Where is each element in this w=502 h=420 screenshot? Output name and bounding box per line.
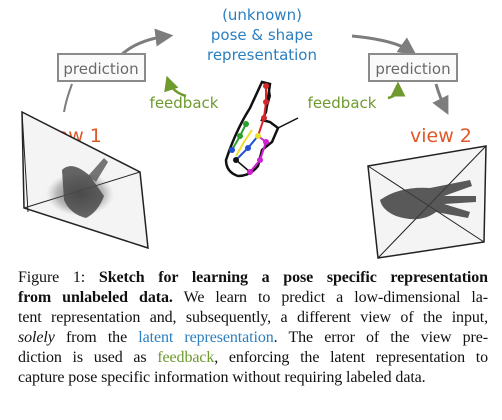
hand-skeleton-sketch: [224, 80, 299, 178]
right-top-arrow: [351, 34, 417, 56]
caption-text-4a: from the: [65, 329, 128, 346]
view-2-depth-image: [367, 145, 487, 259]
representation-label: (unknown) pose & shape representation: [207, 6, 317, 64]
caption-feedback-word: feedback: [157, 349, 215, 366]
caption-latent-representation: latent representation: [138, 329, 274, 346]
caption-italic-solely: solely: [18, 329, 55, 346]
caption-text-5a: diction is used as: [18, 349, 147, 366]
right-prediction-label: prediction: [375, 60, 450, 78]
caption-bold-title-2: from unlabeled data.: [18, 289, 173, 306]
left-prediction-box: prediction: [57, 53, 146, 82]
caption-line-4: solely from the latent representation. T…: [18, 328, 488, 348]
representation-word-label: representation: [207, 46, 317, 64]
left-feedback-label: feedback: [150, 94, 219, 112]
caption-line-1: Figure 1: Sketch for learning a pose spe…: [18, 268, 488, 288]
right-feedback-arrow: [387, 81, 406, 100]
caption-line-6: capture pose specific information withou…: [18, 369, 426, 386]
caption-line-2: from unlabeled data. We learn to predict…: [18, 288, 488, 308]
view-2-label: view 2: [410, 125, 472, 147]
left-prediction-label: prediction: [63, 60, 138, 78]
pose-shape-label: pose & shape: [211, 26, 313, 44]
left-down-line: [63, 83, 73, 113]
figure-caption: Figure 1: Sketch for learning a pose spe…: [18, 268, 488, 388]
figure-illustration: (unknown) pose & shape representation pr…: [21, 6, 487, 259]
right-down-arrow: [432, 83, 449, 115]
caption-line-5: diction is used as feedback, enforcing t…: [18, 348, 488, 368]
unknown-label: (unknown): [222, 6, 302, 24]
caption-text-5b: , enforcing the latent representation to: [214, 349, 488, 366]
view-1-depth-image: [21, 110, 149, 250]
caption-text-2: We learn to predict a low-dimensional la…: [183, 289, 488, 306]
right-prediction-box: prediction: [368, 53, 458, 82]
caption-text-4b: . The error of the view pre-: [273, 329, 488, 346]
left-feedback-arrow: [164, 75, 187, 98]
figure-number: Figure 1:: [18, 269, 86, 286]
caption-line-3: tent representation and, subsequently, a…: [18, 309, 488, 326]
caption-bold-title-1: Sketch for learning a pose specific repr…: [98, 269, 488, 286]
right-feedback-label: feedback: [308, 94, 377, 112]
